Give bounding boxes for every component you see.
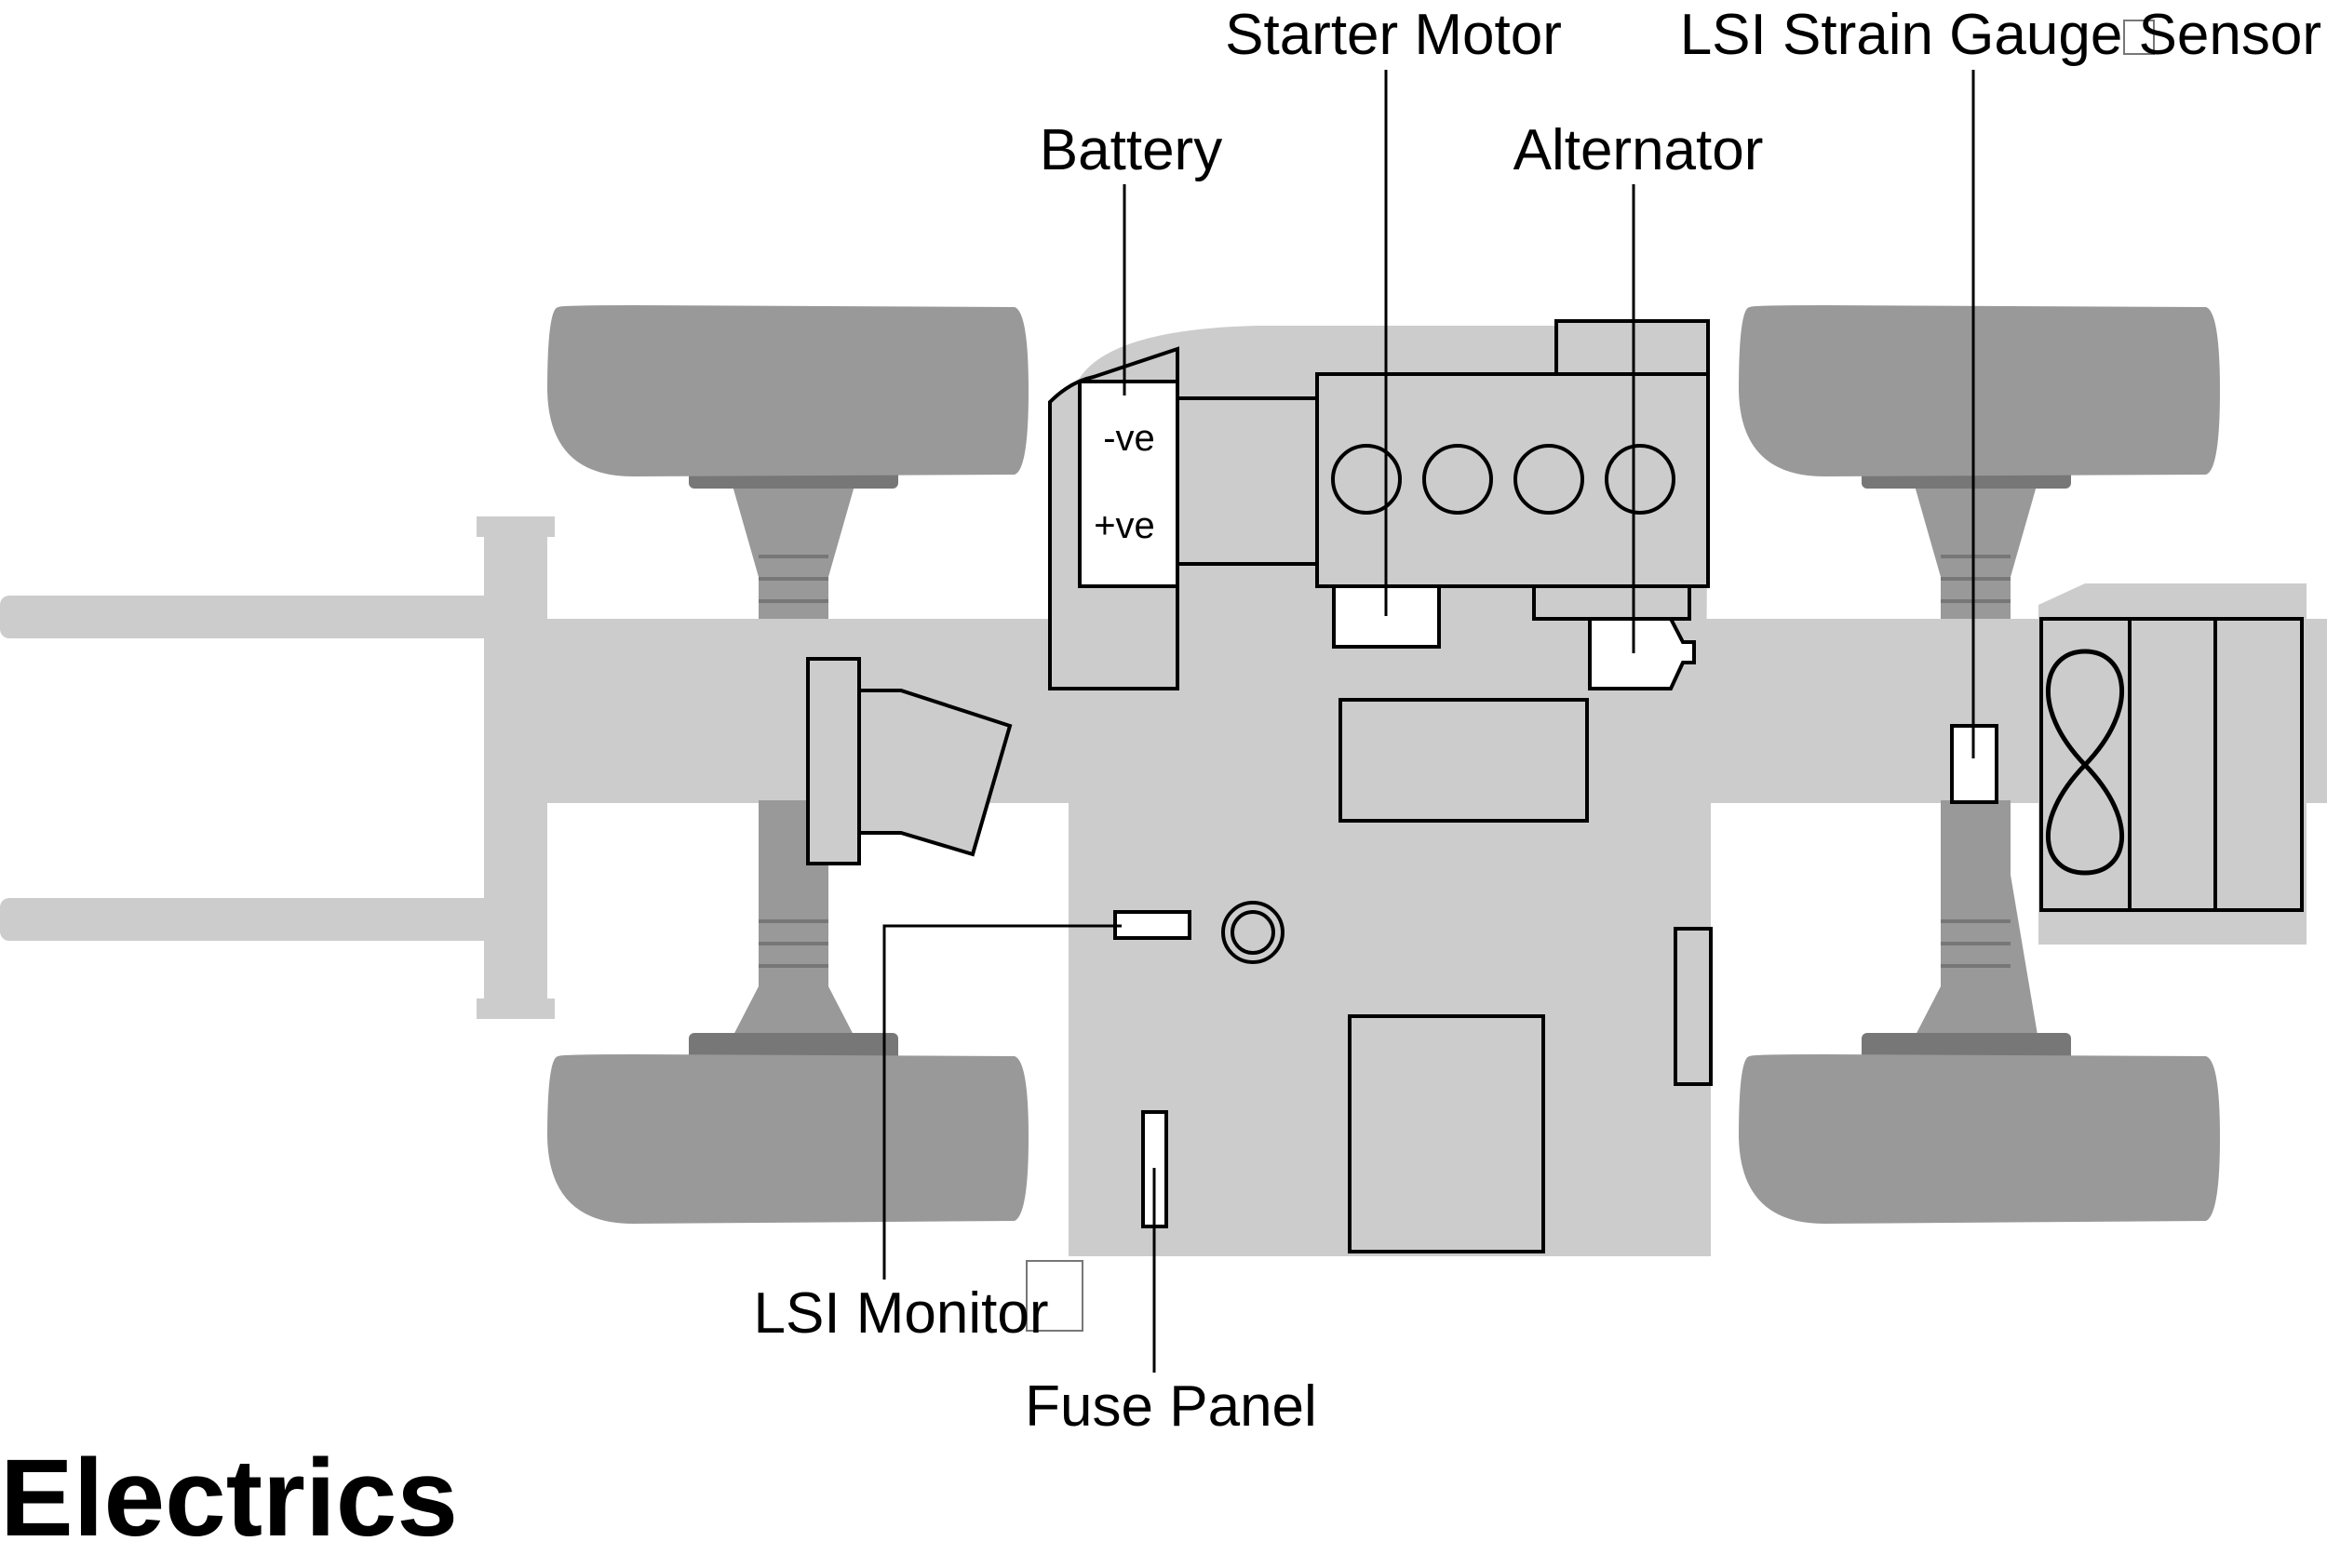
seat (1348, 1014, 1545, 1253)
battery-positive-label: +ve (1094, 505, 1155, 546)
steering-column-inner (1231, 910, 1275, 955)
engine-cylinder (1605, 444, 1675, 515)
radiator-housing (2039, 617, 2304, 912)
wheel-front-right (1739, 305, 2220, 489)
strain-sensor-label: LSI Strain Gauge Sensor (1680, 3, 2321, 67)
battery (1078, 380, 1179, 588)
lsi-monitor-leader (882, 924, 1122, 1280)
rear-axle-lower (1913, 800, 2038, 1040)
engine-cylinder (1422, 444, 1493, 515)
rear-axle-upper (1913, 479, 2038, 619)
label-placeholder-box (2123, 20, 2155, 55)
fork-carriage (0, 516, 555, 1019)
alternator (1588, 617, 1696, 690)
alternator-label: Alternator (1513, 118, 1764, 182)
battery-cable-conduit (1176, 396, 1319, 566)
engine-cylinder (1513, 444, 1584, 515)
front-axle-upper (731, 479, 856, 619)
center-panel (1338, 698, 1589, 823)
wheel-front-left (547, 305, 1029, 489)
steer-cylinder (857, 689, 1013, 857)
page-title: Electrics (0, 1437, 458, 1560)
battery-label: Battery (1040, 118, 1222, 182)
lsi-monitor (1113, 910, 1191, 940)
starter-motor-label: Starter Motor (1225, 3, 1562, 67)
steer-cylinder-mount (806, 657, 861, 865)
engine-cylinder (1331, 444, 1402, 515)
alternator-bracket (1532, 584, 1691, 621)
side-panel (1674, 927, 1713, 1086)
wheel-rear-right (1739, 1033, 2220, 1224)
lsi-monitor-label: LSI Monitor (753, 1281, 1048, 1346)
fuse-panel-label: Fuse Panel (1025, 1374, 1317, 1439)
fan-icon (2046, 649, 2124, 876)
battery-negative-label: -ve (1103, 418, 1155, 459)
wheel-rear-left (547, 1033, 1029, 1224)
label-placeholder-box (1026, 1260, 1083, 1332)
